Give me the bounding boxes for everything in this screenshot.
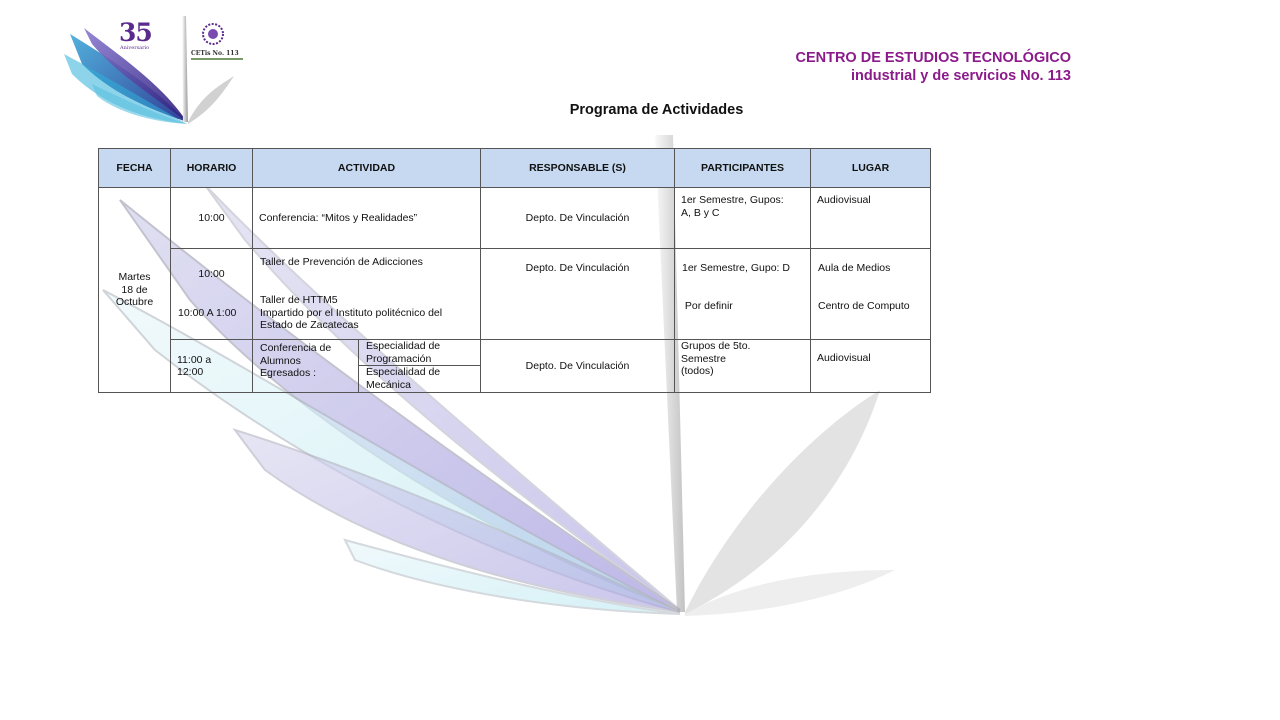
column-header-horario: HORARIO: [170, 148, 253, 188]
date-weekday: Martes: [118, 271, 151, 284]
anniversary-text: Aniversario: [120, 45, 150, 51]
responsible-cell: Depto. De Vinculación: [480, 187, 675, 249]
date-cell: Martes 18 de Octubre: [98, 187, 171, 393]
activity-cell: Taller de Prevención de Adicciones Talle…: [252, 248, 481, 340]
activity-text: Estado de Zacatecas: [260, 319, 359, 331]
specialty-text: Mecánica: [366, 378, 411, 391]
activities-table: FECHA HORARIO ACTIVIDAD RESPONSABLE (S) …: [98, 148, 931, 393]
activity-text: Taller de HTTM5: [260, 294, 338, 306]
school-logo: 35 Aniversario CETis No. 113: [62, 14, 247, 126]
page-title: Programa de Actividades: [569, 102, 744, 118]
activity-text: Taller de Prevención de Adicciones: [260, 256, 423, 268]
participants-line: 1er Semestre, Gupos:: [681, 194, 784, 206]
activity-text: Conferencia de: [260, 342, 332, 354]
anniversary-number: 35: [119, 18, 153, 47]
time-cell: 10:00: [170, 187, 253, 249]
divider: [191, 58, 243, 60]
school-name-line1: CENTRO DE ESTUDIOS TECNOLÓGICO: [795, 50, 1071, 66]
place-text: Centro de Computo: [818, 300, 910, 312]
participants-text: 1er Semestre, Gupo: D: [682, 262, 790, 274]
date-month: Octubre: [115, 296, 154, 309]
school-name-line2: industrial y de servicios No. 113: [850, 68, 1071, 84]
time-value: 12:00: [177, 366, 204, 378]
table-header-row: FECHA HORARIO ACTIVIDAD RESPONSABLE (S) …: [98, 148, 931, 188]
time-value: 10:00: [198, 268, 225, 280]
table-row: 11:00 a 12:00 Conferencia de Alumnos Egr…: [99, 339, 931, 393]
participants-cell: 1er Semestre, Gupos: A, B y C: [674, 187, 811, 249]
school-short-name: CETis No. 113: [191, 50, 239, 57]
time-cell: 11:00 a 12:00: [170, 339, 253, 393]
table-row: 10:00 10:00 A 1:00 Taller de Prevención …: [99, 248, 931, 340]
responsible-cell: Depto. De Vinculación: [480, 248, 675, 340]
column-header-lugar: LUGAR: [810, 148, 931, 188]
activity-text: Egresados :: [260, 367, 317, 379]
activity-text: Alumnos: [260, 354, 301, 367]
place-cell: Aula de Medios Centro de Computo: [810, 248, 931, 340]
activity-cell: Conferencia de Alumnos Egresados : Espec…: [252, 339, 481, 393]
date-day: 18 de: [121, 283, 148, 296]
school-name: CENTRO DE ESTUDIOS TECNOLÓGICO industria…: [795, 49, 1071, 85]
activity-text: Impartido por el Instituto politécnico d…: [260, 306, 443, 319]
place-text: Aula de Medios: [818, 262, 891, 274]
specialty-programming: Especialidad de Programación: [359, 340, 480, 366]
column-header-fecha: FECHA: [98, 148, 171, 188]
column-header-responsable: RESPONSABLE (S): [480, 148, 675, 188]
participants-line: A, B y C: [681, 206, 720, 219]
activity-cell: Conferencia: “Mitos y Realidades”: [252, 187, 481, 249]
table-row: Martes 18 de Octubre 10:00 Conferencia: …: [98, 187, 931, 393]
time-cell: 10:00 10:00 A 1:00: [170, 248, 253, 340]
column-header-participantes: PARTICIPANTES: [674, 148, 811, 188]
place-cell: Audiovisual: [810, 187, 931, 249]
column-header-actividad: ACTIVIDAD: [252, 148, 481, 188]
specialty-text: Especialidad de: [366, 366, 441, 378]
place-cell: Audiovisual: [810, 339, 931, 393]
time-value: 11:00 a: [177, 353, 212, 366]
participants-text: Por definir: [682, 300, 733, 312]
specialty-mechanics: Especialidad de Mecánica: [359, 366, 480, 392]
participants-line: Grupos de 5to.: [681, 340, 751, 352]
participants-line: (todos): [681, 365, 714, 377]
responsible-cell: Depto. De Vinculación: [480, 339, 675, 393]
time-value: 10:00 A 1:00: [178, 307, 237, 319]
participants-line: Semestre: [681, 352, 726, 365]
participants-cell: 1er Semestre, Gupo: D Por definir: [674, 248, 811, 340]
specialty-text: Especialidad de: [366, 340, 441, 352]
specialty-text: Programación: [366, 352, 432, 365]
book-logo-icon: [64, 16, 234, 124]
participants-cell: Grupos de 5to. Semestre (todos): [674, 339, 811, 393]
